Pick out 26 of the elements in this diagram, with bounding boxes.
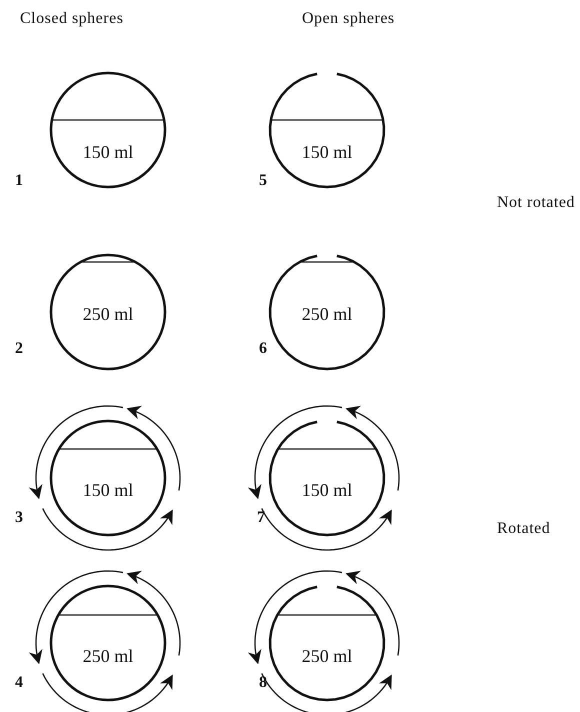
figure-number: 5: [259, 172, 267, 190]
column-heading: Closed spheres: [20, 9, 124, 29]
figure-number: 4: [15, 674, 23, 692]
figure-number: 2: [15, 340, 23, 358]
sphere: [51, 255, 165, 369]
row-heading: Rotated: [497, 519, 550, 539]
sphere: [270, 255, 384, 369]
volume-label: 250 ml: [302, 304, 352, 324]
row-heading: Not rotated: [497, 193, 576, 213]
figure-number: 1: [15, 172, 23, 190]
sphere: [51, 73, 165, 187]
sphere: [270, 73, 384, 187]
volume-label: 150 ml: [302, 142, 352, 162]
volume-label: 150 ml: [302, 480, 352, 501]
sphere: [270, 586, 384, 700]
volume-label: 150 ml: [82, 480, 134, 501]
figure-number: 6: [259, 340, 267, 358]
column-heading: Open spheres: [302, 9, 395, 29]
figure-number: 3: [15, 509, 23, 527]
sphere: [51, 586, 165, 700]
volume-label: 250 ml: [82, 646, 134, 666]
sphere: [270, 421, 384, 535]
volume-label: 250 ml: [82, 304, 134, 324]
volume-label: 250 ml: [302, 646, 352, 666]
volume-label: 150 ml: [82, 142, 134, 162]
sphere: [51, 421, 165, 535]
